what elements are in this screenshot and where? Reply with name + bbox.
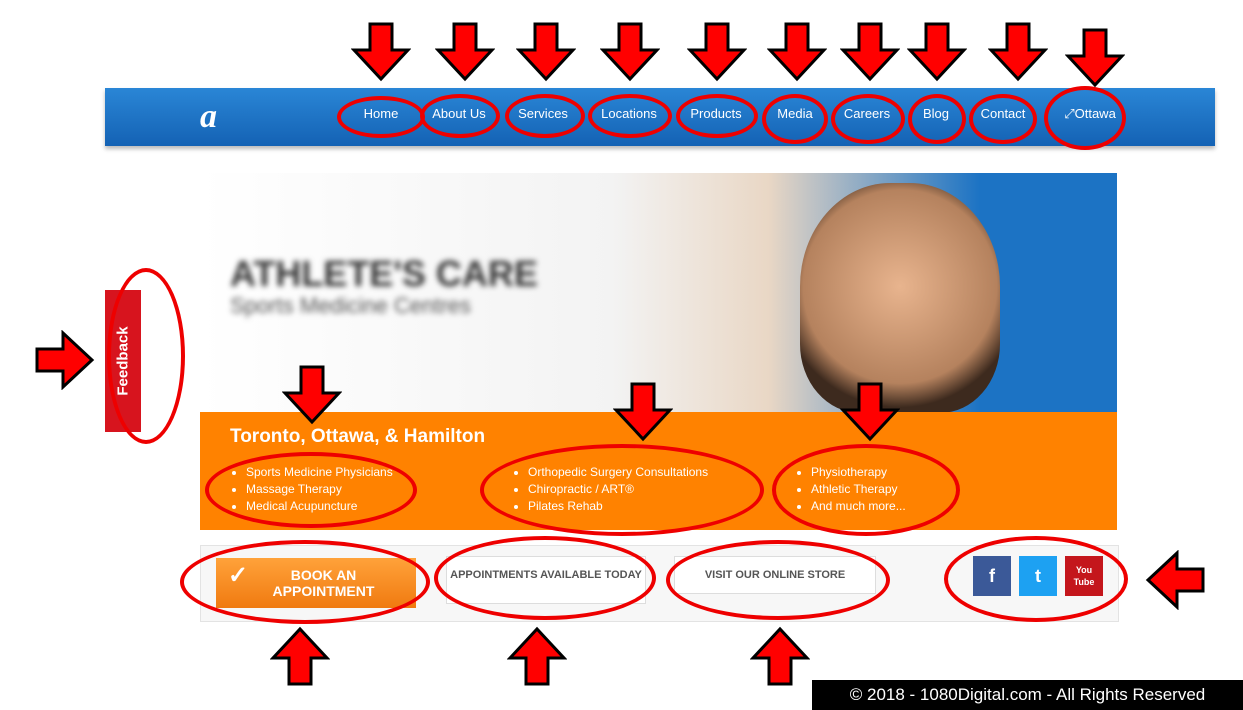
red-arrow-icon [687,22,747,82]
hero-brand-sub: Sports Medicine Centres [230,293,471,318]
annotation-circle [420,94,500,138]
red-arrow-icon [840,382,900,442]
red-arrow-icon [907,22,967,82]
red-arrow-icon [282,365,342,425]
copyright: © 2018 - 1080Digital.com - All Rights Re… [812,680,1243,710]
annotation-circle [666,540,890,620]
red-arrow-icon [516,22,576,82]
annotation-circle [969,94,1037,144]
red-arrow-icon [613,382,673,442]
annotation-circle [762,94,828,144]
annotation-circle [908,94,966,144]
red-arrow-icon [1145,550,1205,610]
hero-brand: ATHLETE'S CARE [230,253,538,294]
services-heading: Toronto, Ottawa, & Hamilton [230,426,486,447]
red-arrow-icon [750,626,810,686]
annotation-circle [772,444,960,536]
annotation-circle [434,536,656,620]
annotation-circle [676,94,758,138]
annotation-circle [944,536,1128,622]
annotation-circle [107,268,185,444]
annotation-circle [588,94,672,138]
site-logo[interactable]: a [200,98,217,135]
red-arrow-icon [507,626,567,686]
red-arrow-icon [840,22,900,82]
annotation-circle [831,94,905,144]
red-arrow-icon [600,22,660,82]
annotation-circle [337,96,425,138]
red-arrow-icon [35,330,95,390]
red-arrow-icon [351,22,411,82]
annotation-circle [505,94,585,138]
red-arrow-icon [988,22,1048,82]
annotation-circle [1044,86,1126,150]
hero-photo [800,183,1000,413]
hero-banner: ATHLETE'S CARE Sports Medicine Centres [200,173,1117,413]
annotation-circle [480,444,764,536]
red-arrow-icon [767,22,827,82]
annotation-circle [180,540,430,624]
red-arrow-icon [1065,28,1125,88]
red-arrow-icon [270,626,330,686]
red-arrow-icon [435,22,495,82]
annotation-circle [205,452,417,528]
